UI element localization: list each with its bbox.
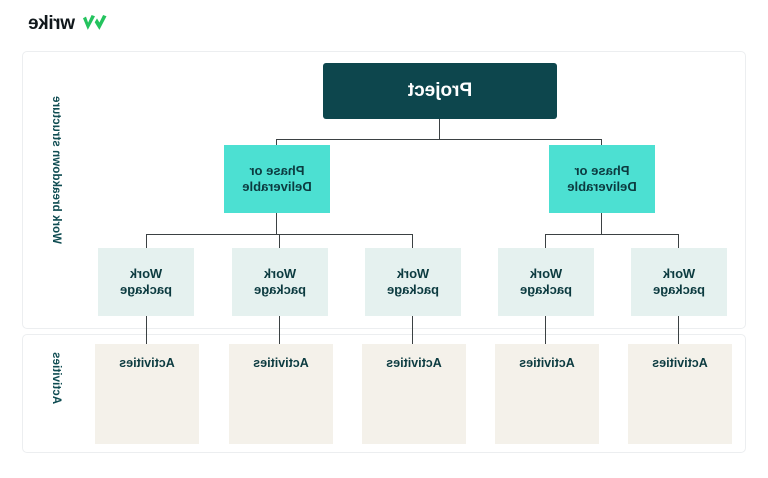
node-work-package-4-label: Work package xyxy=(253,266,307,297)
connector-phase-2-to-wp-3 xyxy=(412,234,413,249)
connector-wp-5-to-activities-5 xyxy=(146,316,147,345)
node-work-package-3-label: Work package xyxy=(386,266,440,297)
connector-phase-1-to-wp-1 xyxy=(678,234,679,249)
node-phase-2-label: Phase or Deliverable xyxy=(242,163,312,194)
node-phase-1[interactable]: Phase or Deliverable xyxy=(549,145,655,213)
wrike-logo: wrike xyxy=(28,10,108,36)
connector-project-down xyxy=(439,119,440,139)
connector-phase-1-down xyxy=(601,213,602,234)
section-label-work-breakdown-structure: Work breakdown structure xyxy=(50,96,62,244)
connector-phase-1-to-wp-2 xyxy=(545,234,546,249)
node-activities-1-label: Activities xyxy=(652,356,708,370)
node-work-package-2[interactable]: Work package xyxy=(498,248,594,316)
node-activities-3[interactable]: Activities xyxy=(362,344,466,444)
node-activities-5-label: Activities xyxy=(119,356,175,370)
connector-wp-1-to-activities-1 xyxy=(678,316,679,345)
connector-wp-2-to-activities-2 xyxy=(545,316,546,345)
node-phase-2[interactable]: Phase or Deliverable xyxy=(224,145,330,213)
node-phase-1-label: Phase or Deliverable xyxy=(567,163,637,194)
connector-wp-4-to-activities-4 xyxy=(279,316,280,345)
connector-phase-1-bus xyxy=(545,234,679,235)
connector-phase-2-down xyxy=(276,213,277,234)
node-project-label: Project xyxy=(407,80,473,102)
node-work-package-4[interactable]: Work package xyxy=(232,248,328,316)
node-activities-1[interactable]: Activities xyxy=(628,344,732,444)
node-activities-2[interactable]: Activities xyxy=(495,344,599,444)
node-activities-2-label: Activities xyxy=(519,356,575,370)
node-work-package-5-label: Work package xyxy=(119,266,173,297)
wrike-checkmark-icon xyxy=(82,13,108,33)
connector-project-bus xyxy=(277,139,602,140)
node-work-package-2-label: Work package xyxy=(519,266,573,297)
node-activities-4[interactable]: Activities xyxy=(229,344,333,444)
connector-phase-2-to-wp-5 xyxy=(146,234,147,249)
node-work-package-1-label: Work package xyxy=(652,266,706,297)
node-work-package-3[interactable]: Work package xyxy=(365,248,461,316)
node-activities-3-label: Activities xyxy=(386,356,442,370)
node-activities-5[interactable]: Activities xyxy=(95,344,199,444)
section-label-activities: Activities xyxy=(50,352,62,405)
connector-wp-3-to-activities-3 xyxy=(412,316,413,345)
connector-phase-2-to-wp-4 xyxy=(279,234,280,249)
node-work-package-1[interactable]: Work package xyxy=(631,248,727,316)
wrike-logo-text: wrike xyxy=(28,12,75,34)
node-activities-4-label: Activities xyxy=(253,356,309,370)
node-project[interactable]: Project xyxy=(323,63,557,119)
node-work-package-5[interactable]: Work package xyxy=(98,248,194,316)
